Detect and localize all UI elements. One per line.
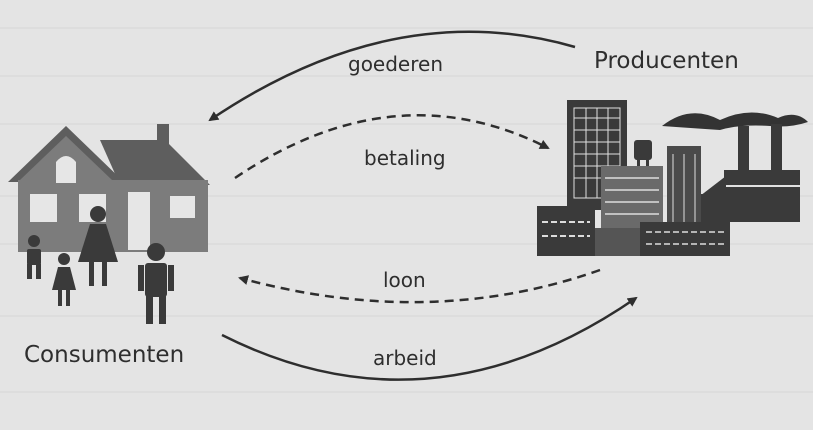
house-icon: [8, 124, 210, 252]
producers-label: Producenten: [594, 48, 739, 74]
payment-arrow: [234, 114, 550, 180]
labour-arrow: [221, 296, 638, 381]
city-buildings-icon: [537, 100, 730, 256]
family-icon: [27, 206, 174, 324]
payment-flow-label: betaling: [364, 146, 446, 170]
factory-icon: [662, 112, 808, 222]
wage-flow-label: loon: [383, 268, 426, 292]
labour-flow-label: arbeid: [373, 346, 437, 370]
wage-arrow: [238, 268, 601, 304]
goods-flow-label: goederen: [348, 52, 443, 76]
consumers-label: Consumenten: [24, 342, 185, 368]
goods-arrow: [208, 30, 576, 122]
